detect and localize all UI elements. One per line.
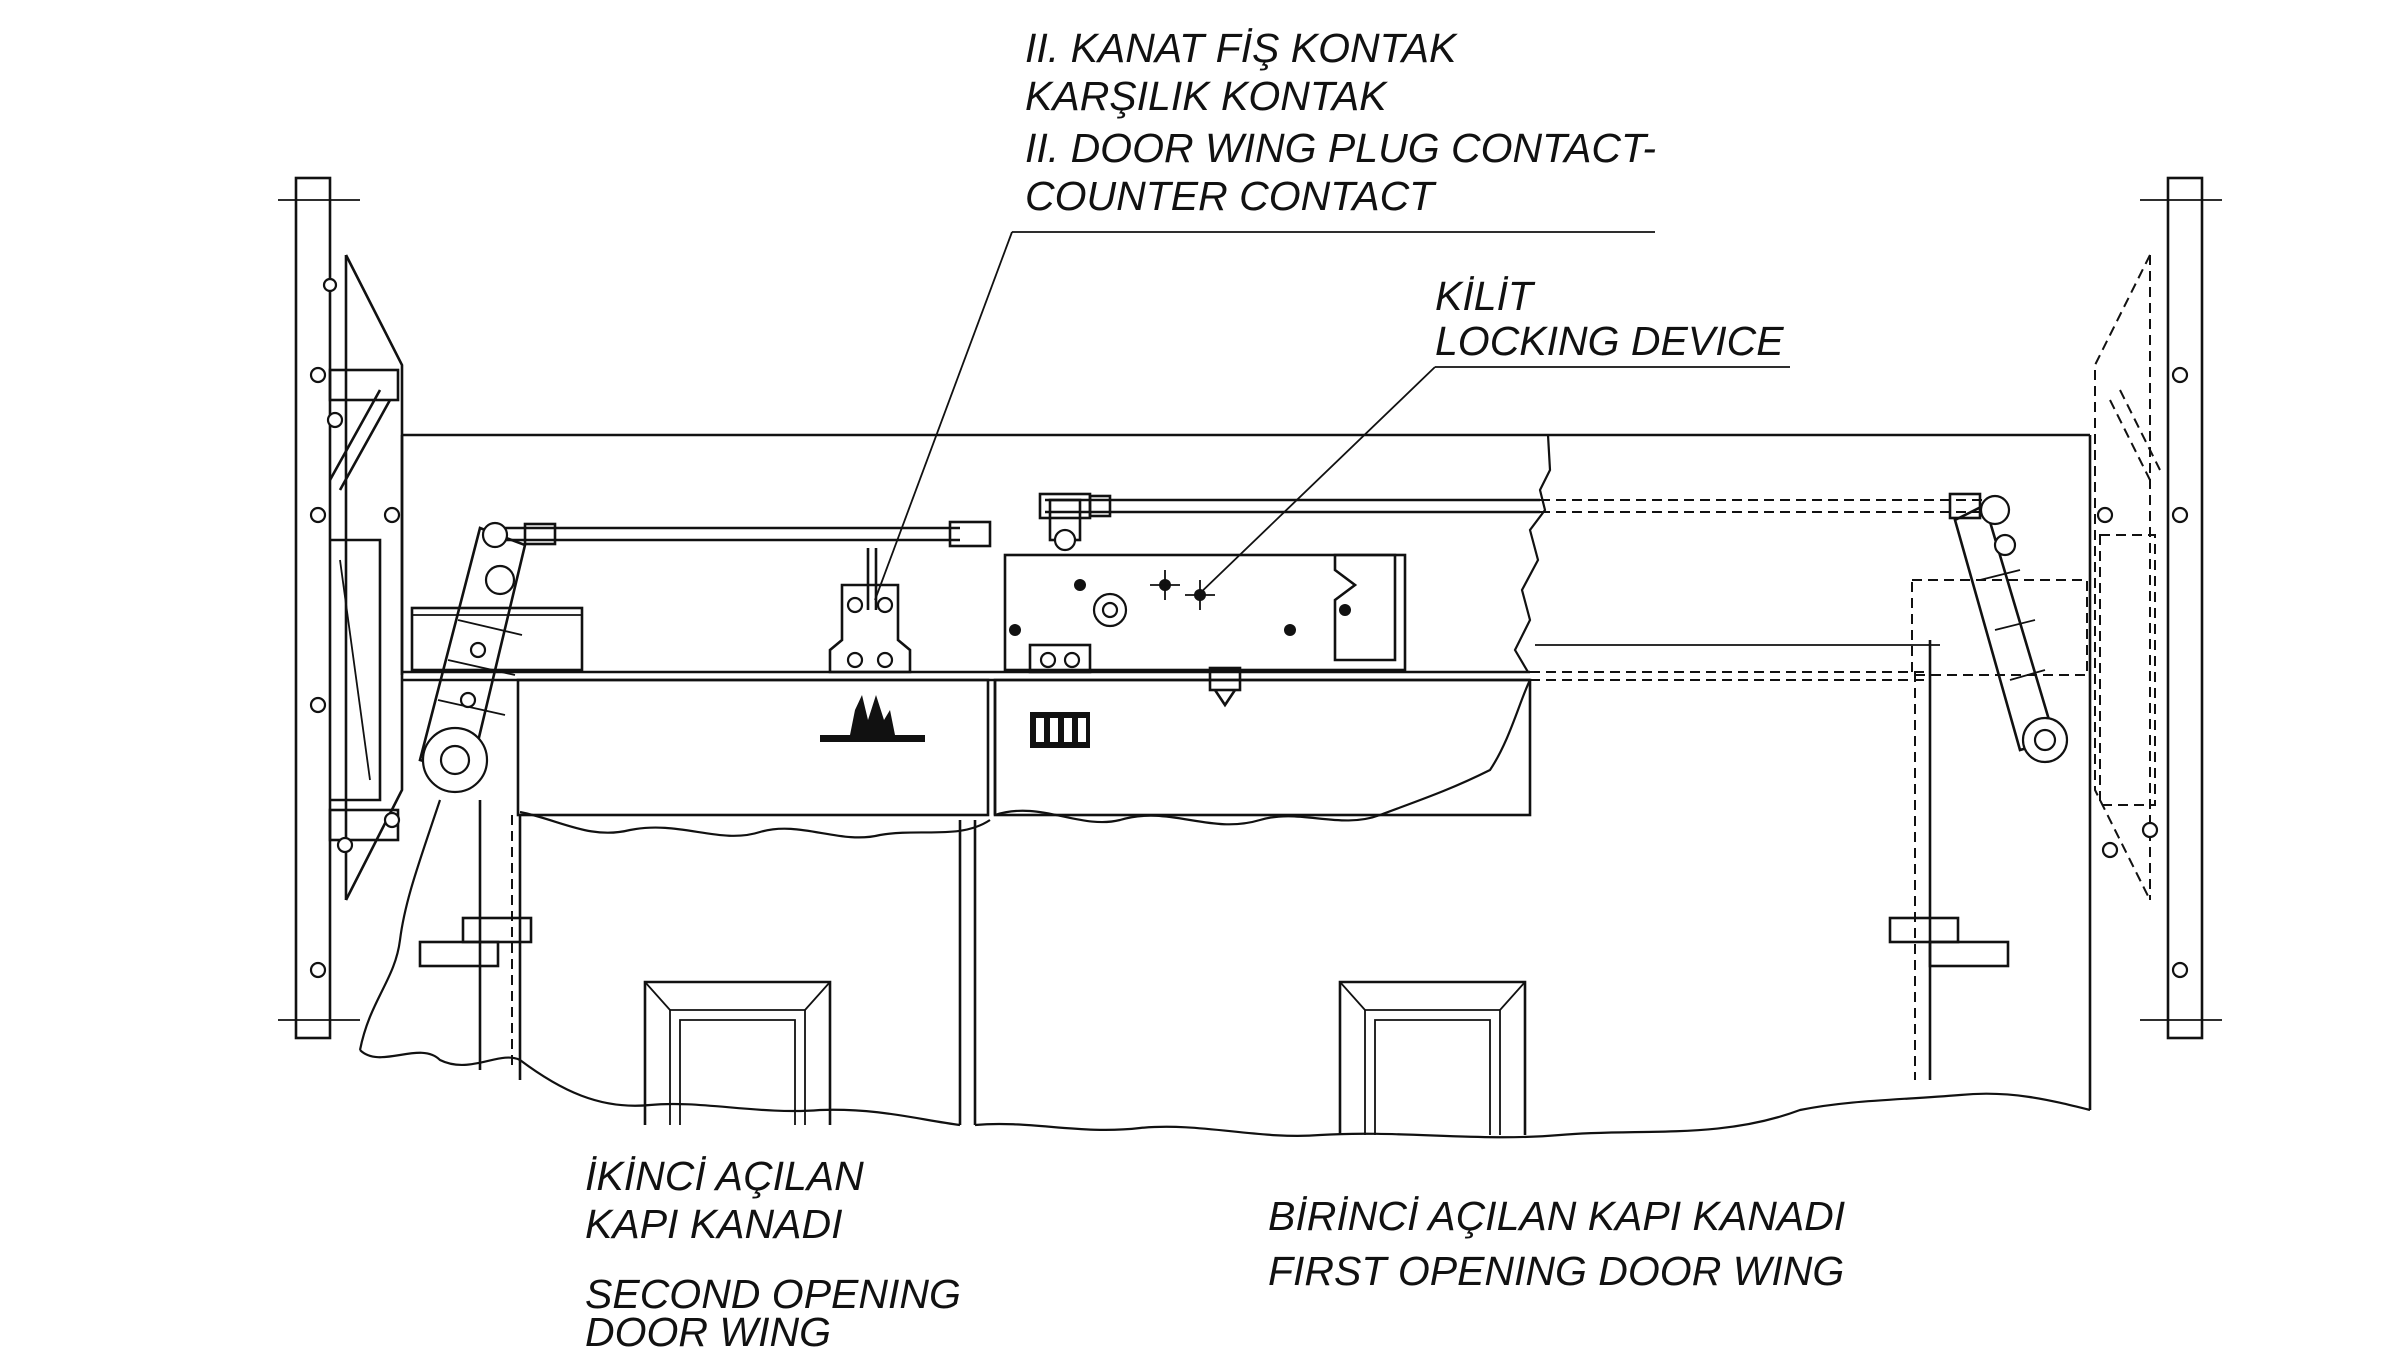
- lock-label-line1: KİLİT: [1435, 273, 1536, 319]
- first-wing-label-en: FIRST OPENING DOOR WING: [1268, 1248, 1844, 1294]
- coupling-rods: [495, 492, 1990, 548]
- right-frame: [2094, 176, 2222, 1040]
- second-wing-label-en2: DOOR WING: [585, 1309, 831, 1350]
- lock-label-line2: LOCKING DEVICE: [1435, 318, 1784, 364]
- leader-lines: [874, 231, 1790, 601]
- door-openings: [643, 980, 1527, 1135]
- first-wing-label-tr: BİRİNCİ AÇILAN KAPI KANADI: [1268, 1193, 1845, 1239]
- right-arm: [1911, 494, 2088, 764]
- plug-contact: [820, 548, 925, 742]
- left-frame: [278, 176, 404, 1040]
- track: [402, 644, 1940, 682]
- second-wing-label-en1: SECOND OPENING: [585, 1271, 961, 1317]
- second-wing-label-tr2: KAPI KANADI: [585, 1201, 842, 1247]
- second-wing-label-tr1: İKİNCİ AÇILAN: [585, 1153, 864, 1199]
- contact-label-line4: COUNTER CONTACT: [1025, 173, 1437, 219]
- header-beam: [400, 433, 2092, 675]
- first-wing: [993, 580, 2092, 1110]
- break-lines: [358, 679, 2091, 1139]
- left-arm: [410, 521, 584, 794]
- contact-label-line1: II. KANAT FİŞ KONTAK: [1025, 25, 1458, 71]
- second-wing: [418, 678, 990, 1125]
- contact-label-line3: II. DOOR WING PLUG CONTACT-: [1025, 125, 1656, 171]
- contact-label-line2: KARŞILIK KONTAK: [1025, 73, 1388, 119]
- locking-device: [1003, 498, 1407, 748]
